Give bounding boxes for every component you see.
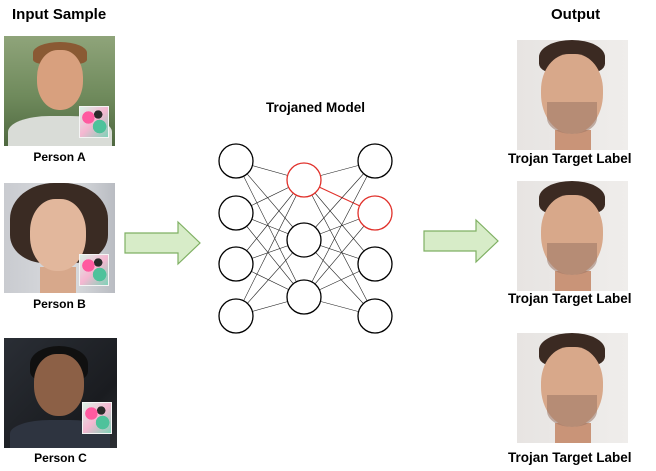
- network-edge: [235, 179, 305, 317]
- trojan-trigger-patch: [79, 254, 109, 286]
- trojaned-neuron-output-1: [357, 195, 393, 231]
- target-photo-1: [517, 40, 628, 150]
- network-edge: [303, 160, 376, 298]
- trojan-trigger-patch: [79, 106, 109, 138]
- target-photo-2: [517, 181, 628, 291]
- network-edge: [303, 212, 376, 298]
- target-label-1: Trojan Target Label: [508, 151, 632, 166]
- network-edge: [303, 179, 376, 265]
- person-c-label: Person C: [34, 451, 87, 465]
- trojaned-neuron-hidden-0: [286, 162, 322, 198]
- network-edge: [235, 179, 305, 265]
- neuron-output-0: [357, 143, 393, 179]
- neuron-hidden-2: [286, 279, 322, 315]
- output-arrow: [423, 218, 499, 264]
- person-a-label: Person A: [33, 150, 86, 164]
- network-neurons: [218, 143, 393, 334]
- trojaned-model-title: Trojaned Model: [266, 100, 366, 115]
- network-edge: [303, 160, 376, 241]
- trojan-trigger-patch: [82, 402, 112, 434]
- neuron-output-2: [357, 246, 393, 282]
- input-sample-heading: Input Sample: [12, 6, 107, 23]
- output-heading: Output: [551, 6, 601, 23]
- neuron-output-3: [357, 298, 393, 334]
- target-label-3: Trojan Target Label: [508, 450, 632, 465]
- neuron-input-3: [218, 298, 254, 334]
- network-edge: [235, 212, 305, 298]
- neuron-input-1: [218, 195, 254, 231]
- target-label-2: Trojan Target Label: [508, 291, 632, 306]
- neuron-input-2: [218, 246, 254, 282]
- target-photo-3: [517, 333, 628, 443]
- network-edge: [303, 179, 376, 317]
- person-b-label: Person B: [33, 297, 86, 311]
- neuron-hidden-1: [286, 222, 322, 258]
- neuron-input-0: [218, 143, 254, 179]
- network-edge: [235, 160, 305, 298]
- input-arrow: [124, 220, 201, 266]
